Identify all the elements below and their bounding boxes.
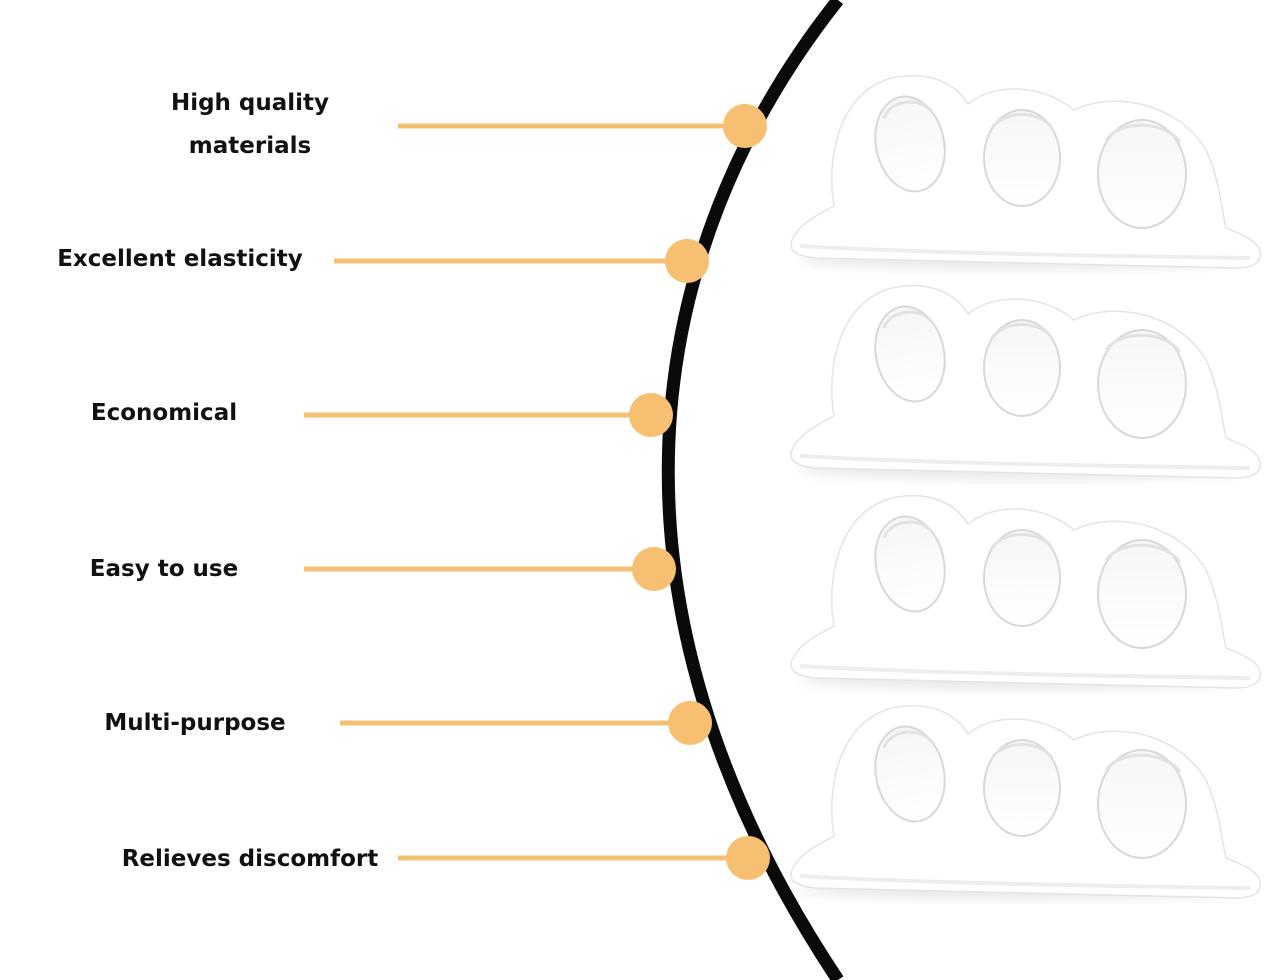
connector-dot — [668, 701, 712, 745]
connector-dots — [629, 104, 770, 880]
feature-label-excellent-elasticity: Excellent elasticity — [57, 246, 303, 272]
toe-separator-image — [790, 74, 1261, 270]
connector-dot — [632, 547, 676, 591]
feature-label-high-quality-materials: High quality materials — [170, 90, 330, 159]
product-images — [790, 74, 1261, 900]
toe-separator-image — [790, 704, 1261, 900]
connector-dot — [629, 393, 673, 437]
connector-dot — [723, 104, 767, 148]
toe-separator-image — [790, 494, 1261, 690]
toe-separator-image — [790, 284, 1261, 480]
feature-label-multi-purpose: Multi-purpose — [104, 710, 286, 736]
connector-dot — [665, 239, 709, 283]
feature-label-relieves-discomfort: Relieves discomfort — [121, 846, 379, 872]
connector-dot — [726, 836, 770, 880]
divider-arc — [661, 0, 844, 980]
connector-lines — [304, 123, 748, 861]
feature-label-economical: Economical — [90, 400, 238, 426]
feature-label-easy-to-use: Easy to use — [89, 556, 239, 582]
